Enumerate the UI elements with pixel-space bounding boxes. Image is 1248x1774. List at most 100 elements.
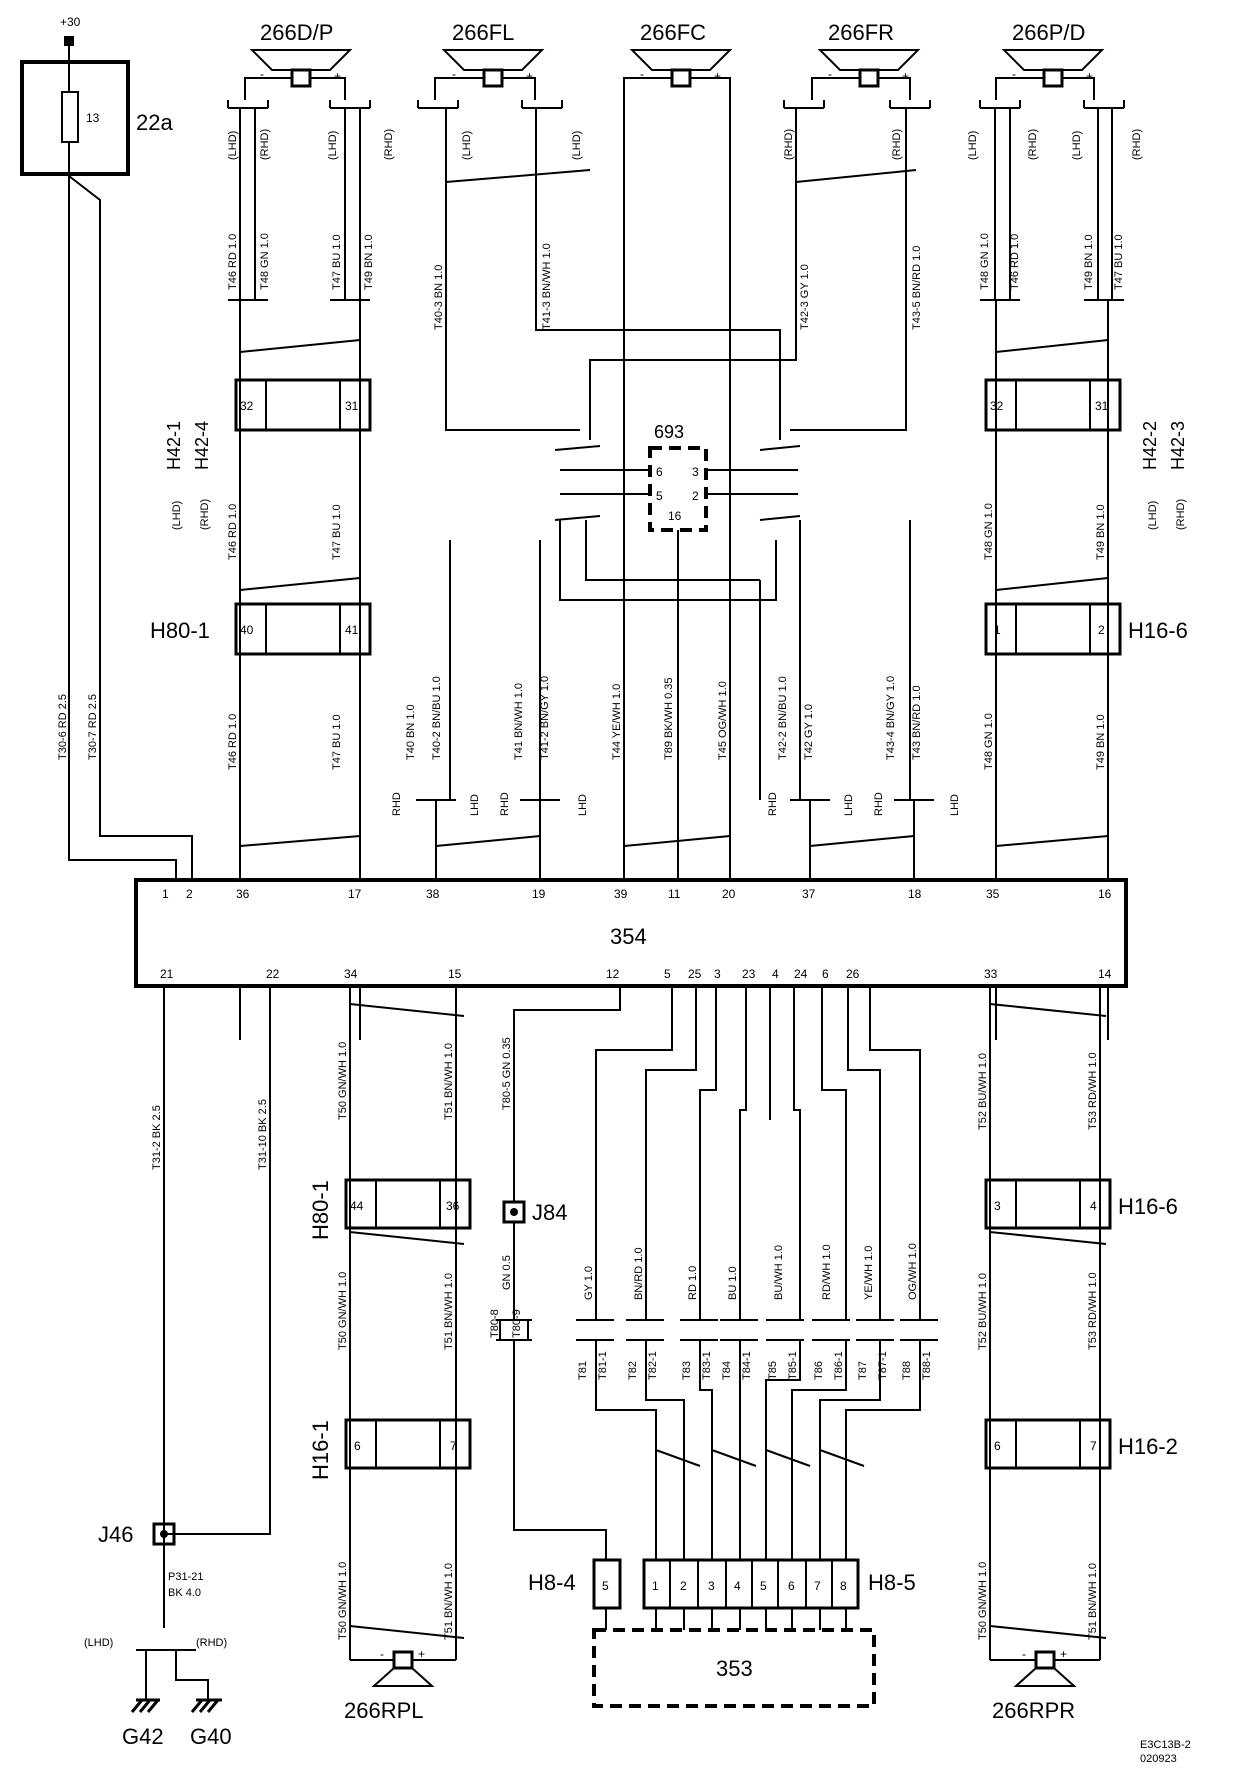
wire-label: T87 [857, 1361, 869, 1380]
connector-label: H42-4 [192, 421, 212, 470]
wire-label: T50 GN/WH 1.0 [337, 1562, 349, 1640]
wire-label: T40-2 BN/BU 1.0 [431, 676, 443, 760]
speaker-label: 266FC [640, 20, 706, 45]
connector-label: H16-6 [1118, 1194, 1178, 1219]
wire-label: T80-9 [511, 1309, 523, 1338]
wire-label: GN 0.5 [501, 1255, 513, 1290]
connector-h42-left: 32 31 H42-1 H42-4 (LHD) (RHD) [164, 378, 372, 530]
pin-number: 33 [984, 967, 998, 981]
pin-number: 44 [350, 1199, 364, 1213]
pin-number: 1 [994, 623, 1001, 637]
wire-note: (RHD) [259, 129, 271, 160]
pin-number: 5 [664, 967, 671, 981]
module-label: 353 [716, 1656, 753, 1681]
module-label: 693 [654, 422, 684, 442]
wire-label: T81-1 [597, 1351, 609, 1380]
wire-label: BU 1.0 [727, 1266, 739, 1300]
wire-label: T53 RD/WH 1.0 [1087, 1272, 1099, 1350]
pin-number: 15 [448, 967, 462, 981]
connector-body [984, 378, 1122, 432]
speaker-minus: - [1022, 1647, 1026, 1661]
connector-body [234, 602, 372, 656]
speaker-magnet-icon [392, 1650, 414, 1670]
speaker-plus: + [714, 69, 721, 83]
wire-label: T30-6 RD 2.5 [57, 694, 69, 760]
wire-label: T45 OG/WH 1.0 [717, 681, 729, 760]
speaker-label: 266FR [828, 20, 894, 45]
speaker-label: 266P/D [1012, 20, 1085, 45]
ground-icon [130, 1698, 222, 1713]
branch-bracket [227, 100, 371, 109]
pin-number: 8 [840, 1579, 847, 1593]
speaker-leads [995, 77, 1095, 100]
wire-note: RHD [391, 792, 403, 816]
pin-number: 17 [348, 887, 362, 901]
wire-note: RHD [873, 792, 885, 816]
wire-label: T46 RD 1.0 [227, 234, 239, 290]
splice-dot [160, 1530, 168, 1538]
wire-note: (LHD) [461, 131, 473, 160]
ground-label: G40 [190, 1724, 232, 1749]
amp-module-leads [605, 1608, 847, 1630]
connector-h16-6-bottom: 3 4 H16-6 [984, 1178, 1178, 1230]
shield-mark [554, 445, 801, 521]
wire-label: BK 4.0 [168, 1587, 201, 1599]
wire-label: T49 BN 1.0 [1083, 234, 1095, 290]
connector-label: H42-2 [1140, 421, 1160, 470]
wire-note: (LHD) [227, 131, 239, 160]
pin-number: 31 [345, 399, 359, 413]
connector-label: H16-6 [1128, 618, 1188, 643]
speaker-cone-icon [629, 49, 733, 71]
connector-h16-1: 6 7 H16-1 [308, 1418, 472, 1480]
module-354: 354 1 2 36 17 38 19 39 11 20 37 18 35 16… [134, 878, 1128, 988]
wire-label: T42-3 GY 1.0 [799, 264, 811, 330]
pin-number: 2 [680, 1579, 687, 1593]
wire-note: (LHD) [1071, 131, 1083, 160]
pin-number: 4 [734, 1579, 741, 1593]
connector-label: H8-5 [868, 1570, 916, 1595]
wire-label: T80-5 GN 0.35 [501, 1037, 513, 1110]
pin-number: 14 [1098, 967, 1112, 981]
pin-number: 32 [990, 399, 1004, 413]
speaker-cone-icon [441, 49, 545, 71]
pin-number: 40 [240, 623, 254, 637]
pin-number: 2 [1098, 623, 1105, 637]
pin-number: 38 [426, 887, 440, 901]
shield-mark [655, 1449, 865, 1467]
wire-label: T48 GN 1.0 [259, 233, 271, 290]
pin-number: 1 [162, 887, 169, 901]
wire-label: T80-8 [489, 1309, 501, 1338]
center-harness [449, 520, 911, 800]
speaker-cone-icon [249, 49, 353, 71]
fuse-id: 22a [136, 110, 173, 135]
wire-label: YE/WH 1.0 [863, 1246, 875, 1300]
speaker-cone-icon [1001, 49, 1105, 71]
wire-label: T84 [721, 1361, 733, 1380]
speaker-plus: + [1086, 69, 1093, 83]
wire-label: T48 GN 1.0 [983, 503, 995, 560]
branch-bracket [979, 100, 1125, 109]
connector-note: (RHD) [199, 499, 211, 530]
wire-note: (LHD) [571, 131, 583, 160]
speaker-leads [434, 77, 536, 100]
branch-bracket [416, 799, 934, 880]
pin-number: 6 [822, 967, 829, 981]
pin-number: 16 [1098, 887, 1112, 901]
pin-number: 26 [846, 967, 860, 981]
module-body [134, 878, 1128, 988]
module-border [648, 446, 708, 532]
wire-label: T42 GY 1.0 [803, 704, 815, 760]
speaker-minus: - [828, 67, 832, 81]
splice-j46 [152, 1522, 176, 1546]
pin-number: 3 [692, 465, 699, 479]
connector-note: (RHD) [1175, 499, 1187, 530]
amp-wire-ids: T81 T81-1 T82 T82-1 T83 T83-1 T84 T84-1 … [576, 1319, 938, 1380]
connector-label: H80-1 [308, 1180, 333, 1240]
wire-label: T49 BN 1.0 [363, 234, 375, 290]
wire-label: T89 BK/WH 0.35 [663, 677, 675, 760]
speaker-plus: + [902, 69, 909, 83]
branch-bracket [417, 100, 563, 109]
wire-note: (RHD) [196, 1637, 227, 1649]
supply-label: +30 [60, 15, 81, 29]
wire-label: T47 BU 1.0 [331, 234, 343, 290]
